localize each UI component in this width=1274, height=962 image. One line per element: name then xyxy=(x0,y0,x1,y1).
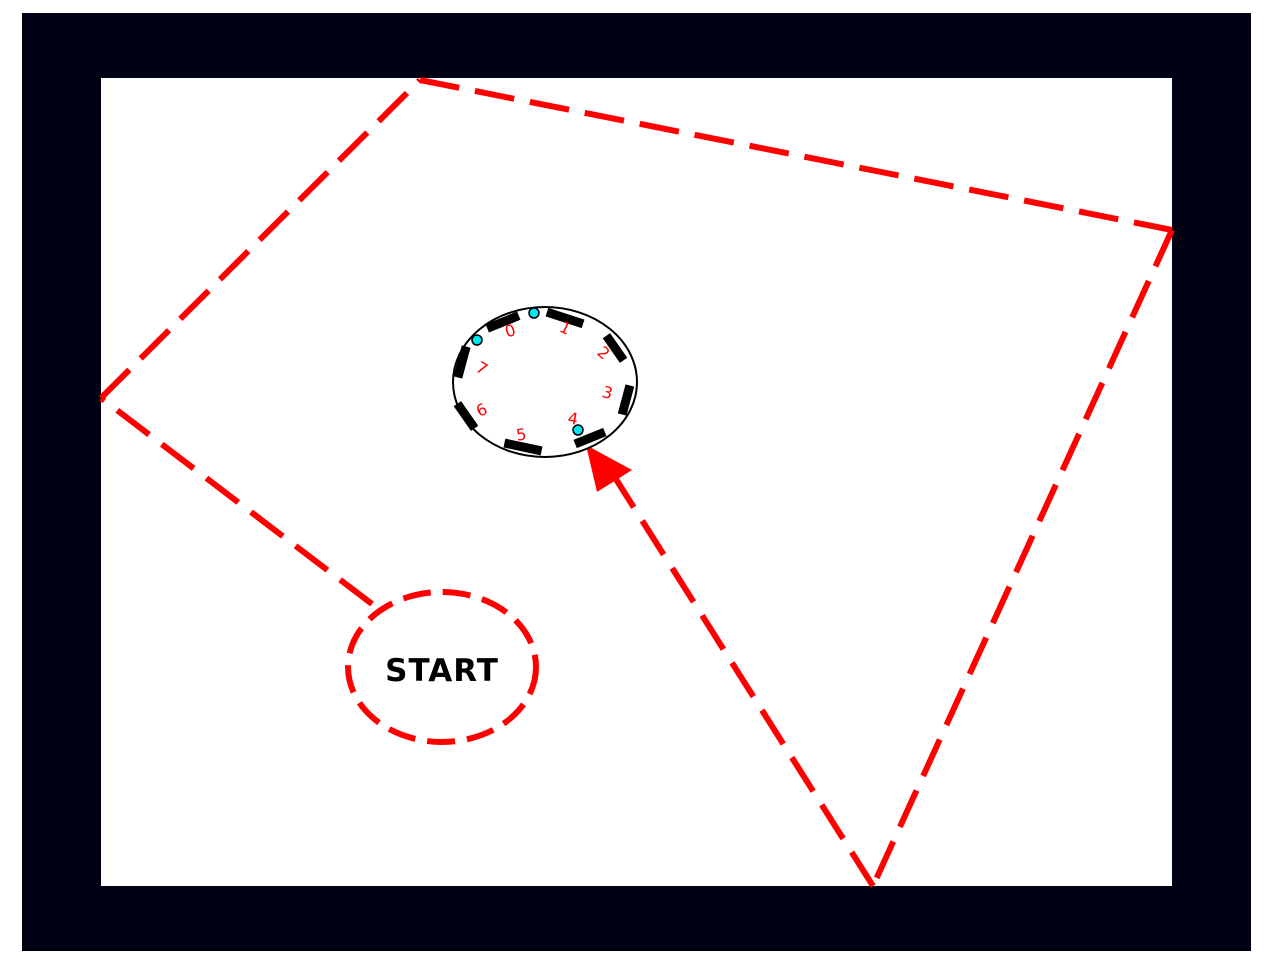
robot-path xyxy=(98,77,1175,888)
led-front xyxy=(528,307,540,319)
path-segment-left-to-top xyxy=(98,77,423,401)
sensor-3 xyxy=(617,384,635,416)
led-left xyxy=(471,334,483,346)
sensor-0 xyxy=(485,311,521,333)
path-segment-right-to-bottom xyxy=(870,228,1175,888)
start-marker: START xyxy=(345,589,539,745)
arrowhead-icon xyxy=(586,445,632,492)
path-segment-start-to-left xyxy=(99,395,374,607)
sensor-4 xyxy=(573,427,607,449)
robot-sensors xyxy=(453,307,635,456)
sensor-1 xyxy=(545,307,585,329)
sensor-2 xyxy=(602,333,628,363)
path-segment-bottom-to-robot xyxy=(611,474,876,888)
robot-body xyxy=(452,306,638,458)
start-label: START xyxy=(385,653,499,689)
sensor-label-5: 5 xyxy=(515,424,528,444)
start-circle xyxy=(345,589,539,745)
path-segment-top-to-right xyxy=(419,77,1173,233)
robot: 0 1 2 3 4 5 6 7 xyxy=(452,306,638,458)
led-rear xyxy=(572,424,584,436)
robot-leds xyxy=(471,307,584,436)
sensor-7 xyxy=(453,345,471,379)
sensor-5 xyxy=(503,438,543,456)
sensor-6 xyxy=(453,401,479,431)
sensor-label-4: 4 xyxy=(566,408,579,428)
arena-floor xyxy=(101,78,1172,886)
sensor-label-3: 3 xyxy=(600,382,615,403)
